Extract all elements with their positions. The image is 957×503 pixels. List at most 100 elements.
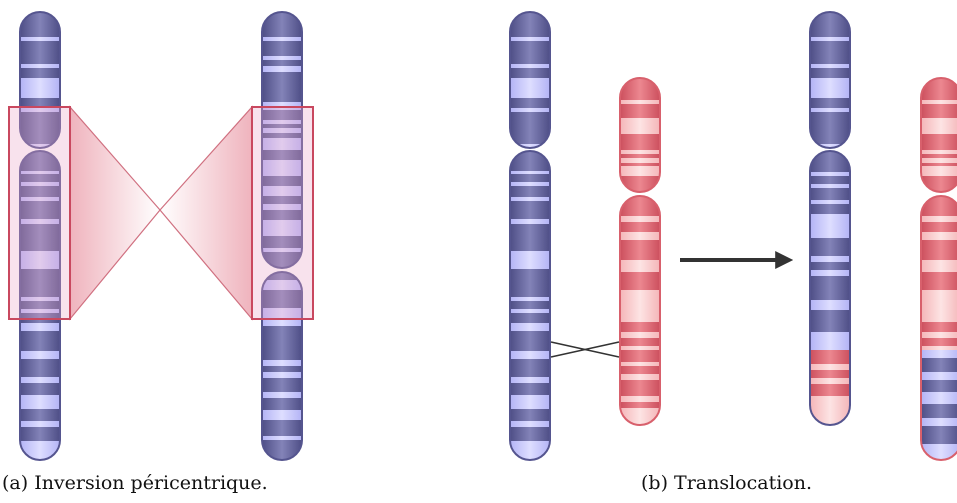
chromosome-band	[510, 269, 550, 297]
chromosome-band	[921, 392, 957, 404]
chromosome-band	[810, 364, 850, 370]
chromosome-band	[620, 366, 660, 374]
chromosome-band	[620, 338, 660, 346]
chromosome-band	[510, 151, 550, 171]
chromosome-band	[620, 176, 660, 192]
chromosome-band	[20, 151, 60, 171]
chromosome-band	[810, 370, 850, 378]
chromosome-band	[20, 201, 60, 219]
chromosome-arm	[262, 12, 302, 268]
chromosome-band	[510, 224, 550, 251]
chromosome-band	[20, 174, 60, 182]
chromosome-band	[262, 290, 302, 308]
chromosome-band	[921, 272, 957, 290]
chromosome-band	[620, 134, 660, 150]
chromosome-arm	[921, 196, 957, 460]
chromosome-band	[921, 380, 957, 392]
chromosome-band	[20, 98, 60, 108]
chromosome-band	[921, 426, 957, 444]
chromosome-band	[510, 98, 550, 108]
chromosome-arm	[620, 78, 660, 192]
chromosome-band	[510, 409, 550, 421]
chromosome-band	[921, 154, 957, 158]
chromosome-band	[810, 204, 850, 214]
chromosome-band	[510, 112, 550, 144]
chromosome-band	[921, 372, 957, 380]
chromosome-band	[620, 154, 660, 158]
inversion-fan-right	[159, 105, 253, 321]
chromosome-band	[510, 201, 550, 219]
chromosome-band	[921, 418, 957, 426]
chromosome-band	[921, 338, 957, 346]
chromosome-crossover	[550, 341, 620, 358]
chromosome-band	[810, 276, 850, 300]
chromosome-blue-derivative	[809, 11, 851, 426]
chromosome-band	[810, 68, 850, 78]
chromosome-band	[921, 78, 957, 100]
inverted-segment-box-left	[8, 106, 71, 320]
panel-a-inversion	[8, 11, 314, 461]
chromosome-band	[20, 12, 60, 37]
chromosome-band	[620, 402, 660, 408]
chromosome-band	[20, 269, 60, 297]
chromosome-band	[20, 427, 60, 441]
chromosome-band	[620, 380, 660, 396]
chromosome-band	[510, 41, 550, 64]
chromosome-band	[510, 186, 550, 197]
chromosome-band	[262, 150, 302, 160]
chromosome-band	[810, 262, 850, 270]
chromosome-arm	[510, 151, 550, 460]
chromosome-band	[620, 222, 660, 232]
chromosome-band	[510, 174, 550, 182]
chromosome-band	[921, 163, 957, 166]
chromosome-band	[262, 60, 302, 66]
chromosome-band	[20, 68, 60, 78]
chromosome-red-derivative	[920, 77, 957, 461]
chromosome-band	[510, 313, 550, 323]
chromosome-band	[262, 420, 302, 436]
chromosome-band	[921, 350, 957, 358]
chromosome-arm	[810, 151, 850, 425]
inversion-fan-left	[69, 105, 161, 321]
chromosome-band	[921, 196, 957, 216]
chromosome-band	[810, 112, 850, 144]
chromosome-band	[810, 41, 850, 64]
chromosome-band	[620, 163, 660, 166]
panel-b-translocation	[509, 11, 957, 461]
chromosome-band	[810, 188, 850, 200]
chromosome-band	[810, 151, 850, 172]
chromosome-band	[810, 310, 850, 332]
chromosome-arm	[810, 12, 850, 148]
chromosome-band	[510, 331, 550, 351]
chromosome-band	[620, 104, 660, 118]
chromosome-band	[262, 210, 302, 220]
chromosome-band	[262, 110, 302, 120]
chromosome-band	[262, 41, 302, 56]
chromosome-band	[262, 326, 302, 360]
chromosome-band	[20, 409, 60, 421]
chromosome-band	[921, 240, 957, 260]
chromosome-red-original	[619, 77, 661, 426]
chromosome-arm	[262, 272, 302, 460]
chromosome-band	[262, 124, 302, 128]
chromosome-band	[921, 404, 957, 418]
chromosome-band	[262, 272, 302, 280]
chromosome-band	[262, 236, 302, 248]
chromosome-band	[510, 301, 550, 309]
chromosome-band	[510, 427, 550, 441]
chromosome-band	[20, 112, 60, 144]
chromosome-blue-original	[509, 11, 551, 461]
chromosome-band	[262, 176, 302, 186]
chromosome-band	[20, 186, 60, 197]
chromosome-band	[921, 358, 957, 372]
chromosome-band	[620, 78, 660, 100]
chromosome-band	[510, 359, 550, 377]
chromosome-arm	[921, 78, 957, 192]
chromosome-band	[620, 272, 660, 290]
chromosome-band	[262, 196, 302, 204]
chromosome-band	[20, 41, 60, 64]
chromosome-band	[620, 322, 660, 332]
chromosome-band	[810, 176, 850, 184]
inverted-segment-box-right	[251, 106, 314, 320]
chromosome-band	[810, 350, 850, 364]
